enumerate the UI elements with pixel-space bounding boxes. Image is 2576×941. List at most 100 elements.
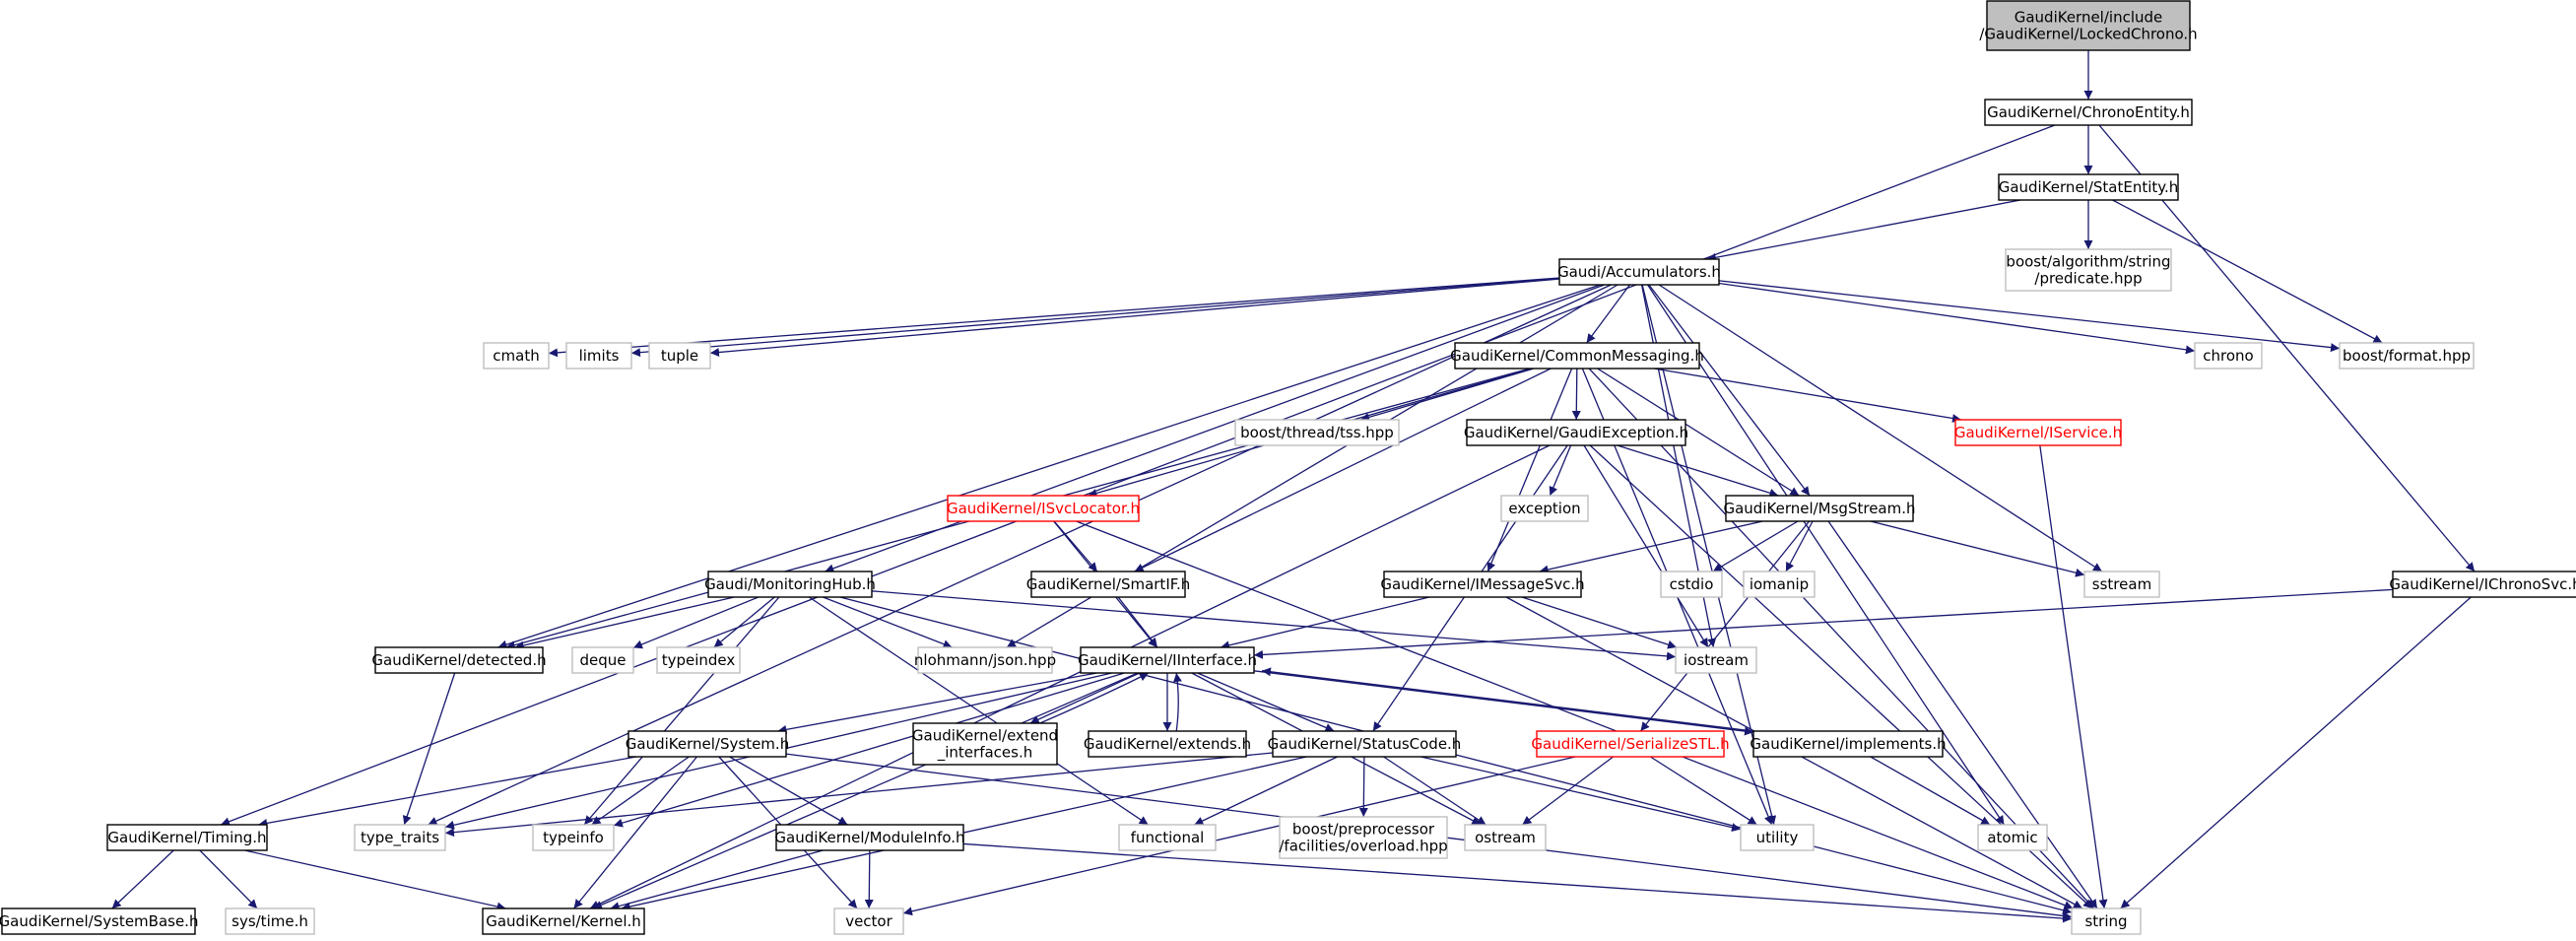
edge-iinterface-to-kernel [592,672,1139,909]
node-functional: functional [1118,824,1217,851]
edge-extends-to-iinterface [1172,672,1182,732]
node-box-ichronosvc [2392,571,2576,598]
node-utility: utility [1740,824,1815,851]
node-label-serializestl: GaudiKernel/SerializeSTL.h [1531,735,1729,753]
edge-accumulators-to-chrono [1718,282,2196,355]
node-isvclocator[interactable]: GaudiKernel/ISvcLocator.h [947,495,1140,522]
edge-statuscode-to-boostpp [1358,756,1368,818]
node-extendinterfaces[interactable]: GaudiKernel/extend_interfaces.h [912,722,1058,766]
node-extends[interactable]: GaudiKernel/extends.h [1084,730,1251,758]
node-label-commonmessaging: GaudiKernel/CommonMessaging.h [1450,347,1704,365]
edge-accumulators-to-msgstream [1648,284,1811,497]
edge-commonmessaging-to-gaudiexception [1571,368,1581,421]
node-exception: exception [1500,495,1589,522]
node-boostthread: boost/thread/tss.hpp [1234,419,1400,446]
edge-accumulators-to-limits [630,277,1560,358]
node-label-iinterface: GaudiKernel/IInterface.h [1078,651,1257,669]
node-gaudiexception[interactable]: GaudiKernel/GaudiException.h [1464,419,1688,446]
edge-moduleinfo-to-kernel [610,849,824,910]
node-label-iservice: GaudiKernel/IService.h [1954,424,2122,441]
edge-monitoringhub-to-iostream [871,590,1677,661]
node-label-chrono: chrono [2203,347,2253,365]
node-box-msgstream [1725,495,1914,522]
node-cmath: cmath [483,342,550,370]
node-iostream: iostream [1675,646,1757,674]
node-msgstream[interactable]: GaudiKernel/MsgStream.h [1723,495,1916,522]
node-label-msgstream: GaudiKernel/MsgStream.h [1723,500,1915,517]
edge-monitoringhub-to-functional [809,596,1149,826]
node-label-deque: deque [579,651,626,669]
node-box-systembase [1,907,196,935]
node-system[interactable]: GaudiKernel/System.h [626,730,789,758]
edge-ichronosvc-to-iinterface [1253,588,2394,659]
node-label-ichronosvc: GaudiKernel/IChronoSvc.h [2389,575,2576,593]
node-label-boostalg: boost/algorithm/string [2006,253,2170,271]
node-label-boostpp: /facilities/overload.hpp [1279,838,1447,855]
node-label-vector: vector [845,912,892,930]
node-box-atomic [1977,824,2048,851]
node-box-moduleinfo [775,824,964,851]
node-box-statuscode [1272,730,1457,758]
node-box-monitoringhub [707,571,873,598]
node-implements[interactable]: GaudiKernel/implements.h [1750,730,1947,758]
node-limits: limits [565,342,632,370]
node-statuscode[interactable]: GaudiKernel/StatusCode.h [1268,730,1462,758]
edge-accumulators-to-sstream [1658,284,2103,572]
node-iservice[interactable]: GaudiKernel/IService.h [1954,419,2122,446]
node-serializestl[interactable]: GaudiKernel/SerializeSTL.h [1531,730,1730,758]
node-label-detected: GaudiKernel/detected.h [371,651,546,669]
edge-moduleinfo-to-vector [864,849,874,909]
node-label-typeinfo: typeinfo [543,829,604,846]
edge-serializestl-to-ostream [1521,756,1615,826]
node-smartif[interactable]: GaudiKernel/SmartIF.h [1026,571,1190,598]
node-box-implements [1752,730,1944,758]
node-box-tuple [648,342,711,370]
node-label-typeindex: typeindex [662,651,736,669]
edge-monitoringhub-to-typeindex [713,596,775,648]
edge-commonmessaging-to-imessagesvc [1486,368,1573,572]
node-iinterface[interactable]: GaudiKernel/IInterface.h [1078,646,1257,674]
edge-timing-to-kernel [244,849,506,911]
node-label-string: string [2084,912,2127,930]
edge-accumulators-to-detected [497,284,1601,649]
node-box-detected [374,646,544,674]
edge-iinterface-to-typeinfo [613,672,1125,828]
node-label-extendinterfaces: _interfaces.h [937,744,1033,763]
edge-msgstream-to-sstream [1870,520,2085,577]
node-statentity[interactable]: GaudiKernel/StatEntity.h [1998,173,2179,201]
edge-statentity-to-accumulators [1706,199,2021,262]
node-detected[interactable]: GaudiKernel/detected.h [371,646,547,674]
node-label-tuple: tuple [661,347,698,365]
node-box-string [2071,907,2142,935]
node-label-root: /GaudiKernel/LockedChrono.h [1979,26,2197,43]
node-ichronosvc[interactable]: GaudiKernel/IChronoSvc.h [2389,571,2576,598]
node-typeinfo: typeinfo [532,824,615,851]
node-box-chrono [2194,342,2263,370]
node-box-commonmessaging [1454,342,1700,370]
node-box-utility [1740,824,1815,851]
node-label-nlohmann: nlohmann/json.hpp [914,651,1056,669]
node-accumulators[interactable]: Gaudi/Accumulators.h [1557,258,1721,286]
node-moduleinfo[interactable]: GaudiKernel/ModuleInfo.h [774,824,965,851]
node-root[interactable]: GaudiKernel/include/GaudiKernel/LockedCh… [1979,0,2198,51]
node-chronoentity[interactable]: GaudiKernel/ChronoEntity.h [1984,99,2193,126]
edge-ichronosvc-to-string [2120,596,2472,909]
node-monitoringhub[interactable]: Gaudi/MonitoringHub.h [704,571,876,598]
node-systembase[interactable]: GaudiKernel/SystemBase.h [0,907,198,935]
node-imessagesvc[interactable]: GaudiKernel/IMessageSvc.h [1380,571,1585,598]
node-label-boostthread: boost/thread/tss.hpp [1240,424,1394,441]
node-box-systime [225,907,315,935]
node-box-iostream [1675,646,1757,674]
edge-detected-to-typetraits [402,672,456,826]
node-chrono: chrono [2194,342,2263,370]
edge-isvclocator-to-string [1076,520,2074,909]
node-label-extends: GaudiKernel/extends.h [1084,735,1251,753]
node-label-boostpp: boost/preprocessor [1292,821,1435,839]
node-commonmessaging[interactable]: GaudiKernel/CommonMessaging.h [1450,342,1704,370]
node-timing[interactable]: GaudiKernel/Timing.h [106,824,268,851]
node-box-cmath [483,342,550,370]
node-box-iomanip [1743,571,1816,598]
node-label-iomanip: iomanip [1750,575,1809,593]
node-kernel[interactable]: GaudiKernel/Kernel.h [482,907,645,935]
node-deque: deque [571,646,634,674]
